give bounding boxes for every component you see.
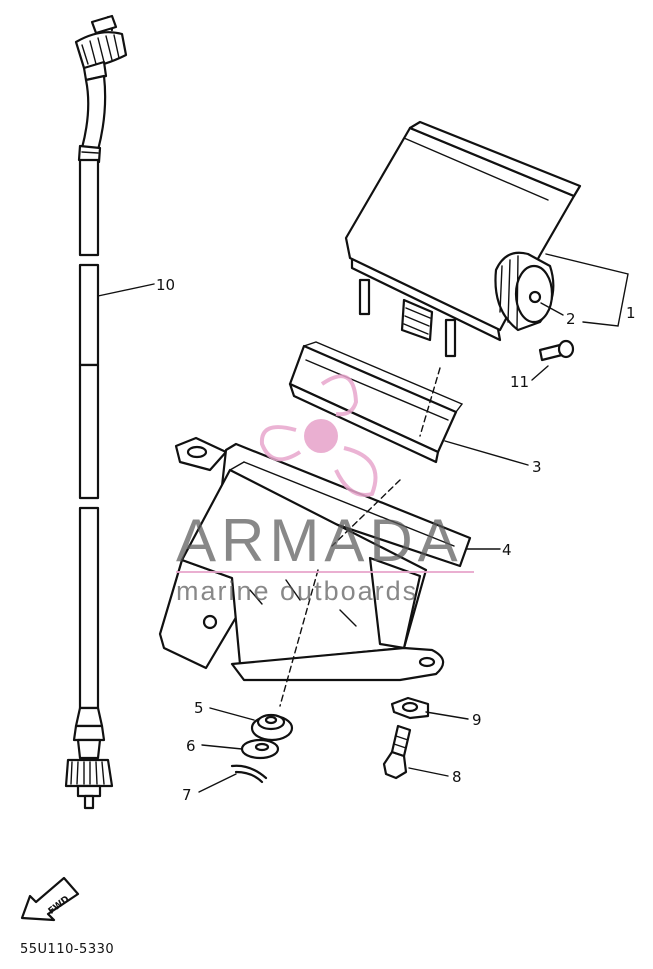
callout-5: 5 [194, 699, 204, 717]
callout-9: 9 [472, 711, 482, 729]
diagram-part-code: 55U110-5330 [20, 942, 114, 957]
leader-lines [97, 253, 629, 793]
propeller-hub-icon [304, 419, 338, 453]
armada-watermark: ARMADA marine outboards [176, 374, 474, 606]
callout-6: 6 [186, 737, 196, 755]
speedometer-cable [64, 14, 128, 810]
callout-7: 7 [182, 786, 192, 804]
callout-8: 8 [452, 768, 462, 786]
watermark-brand: ARMADA [176, 507, 463, 574]
clip-7 [230, 764, 268, 784]
callout-4: 4 [502, 541, 512, 559]
propeller-logo [259, 374, 378, 497]
screw-11 [538, 339, 575, 362]
grommet-5 [250, 713, 294, 742]
bolt-8 [382, 724, 412, 780]
washer-6 [240, 738, 280, 760]
meter-cushion [288, 341, 464, 464]
callout-2: 2 [566, 310, 576, 328]
watermark-tagline: marine outboards [176, 576, 418, 606]
callout-3: 3 [532, 458, 542, 476]
speedometer-meter [344, 120, 582, 358]
callout-11: 11 [510, 373, 529, 391]
nut-9 [390, 696, 430, 720]
callout-10: 10 [156, 276, 175, 294]
fwd-arrow: FWD [20, 876, 80, 922]
callout-1: 1 [626, 304, 636, 322]
reset-knob [494, 251, 555, 332]
meter-bracket [158, 436, 472, 682]
